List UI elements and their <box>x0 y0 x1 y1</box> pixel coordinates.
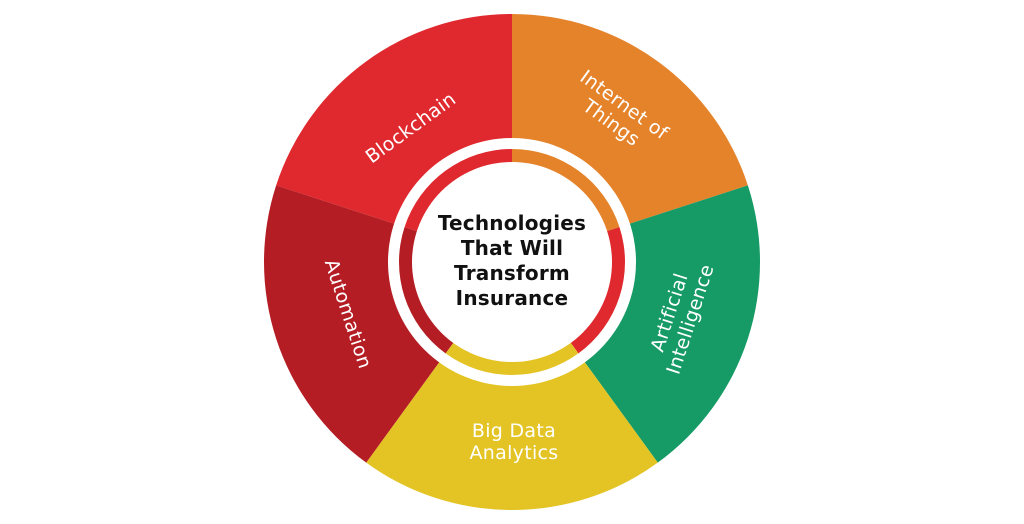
center-title-line: Transform <box>454 261 570 285</box>
outer-segments <box>264 14 760 510</box>
segment-artificial-intelligence <box>583 185 760 463</box>
center-title-line: That Will <box>460 236 564 260</box>
center-title-line: Insurance <box>455 286 569 310</box>
segment-internet-of-things <box>512 14 748 225</box>
segment-automation <box>264 185 441 463</box>
segment-blockchain <box>276 14 512 225</box>
segment-label-line: Big Data <box>471 420 557 442</box>
center-title: Technologies That Will Transform Insuran… <box>412 211 612 311</box>
center-title-line: Technologies <box>437 211 587 235</box>
segment-label-line: Analytics <box>469 442 559 464</box>
segment-big-data-analytics <box>366 360 658 510</box>
center-disc <box>412 162 612 362</box>
inner-ring-segment-internet-of-things <box>512 149 620 232</box>
inner-ring-segment-blockchain <box>404 149 512 232</box>
inner-ring-segment-big-data-analytics <box>445 342 579 375</box>
